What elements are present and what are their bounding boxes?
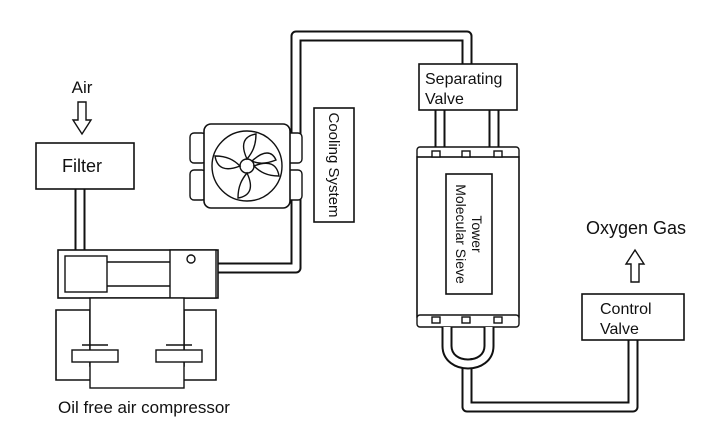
sieve-label-line2: Tower (469, 215, 485, 253)
compressor-label: Oil free air compressor (58, 398, 230, 417)
filter-block: Filter (35, 142, 135, 190)
cooling-system-block: Cooling System (313, 107, 355, 223)
control-valve: Control Valve (581, 293, 685, 341)
compressor (55, 249, 219, 389)
oxygen-gas-label: Oxygen Gas (586, 218, 686, 238)
separating-valve: Separating Valve (418, 63, 518, 111)
control-valve-label-line2: Valve (600, 321, 639, 338)
molecular-sieve-tower: Molecular Sieve Tower (416, 146, 520, 370)
pipes (74, 30, 639, 413)
control-valve-label-line1: Control (600, 301, 652, 318)
filter-label: Filter (62, 156, 102, 176)
separating-valve-label-line1: Separating (425, 71, 502, 88)
sieve-label-line1: Molecular Sieve (453, 184, 469, 284)
oxygen-arrow-icon (624, 248, 646, 283)
air-arrow-icon (71, 101, 93, 136)
cooling-system-label: Cooling System (325, 112, 342, 217)
air-label: Air (72, 78, 93, 97)
separating-valve-label-line2: Valve (425, 91, 464, 108)
cooler (189, 123, 303, 209)
fan-icon (214, 133, 280, 199)
